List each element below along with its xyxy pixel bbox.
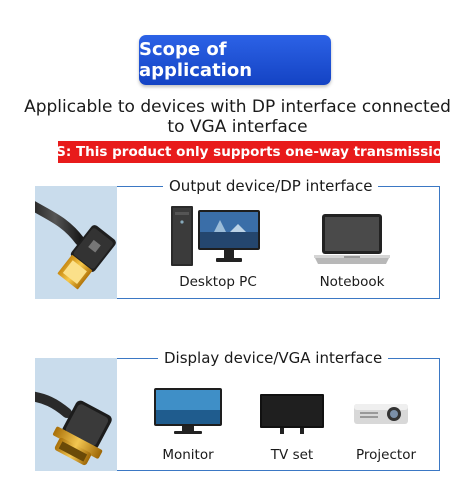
monitor-icon: [152, 386, 224, 440]
display-device-title: Display device/VGA interface: [158, 349, 389, 367]
tv-set-label: TV set: [270, 447, 314, 463]
output-device-title: Output device/DP interface: [163, 177, 379, 195]
vga-plug-icon: [35, 391, 112, 466]
scope-of-application-button[interactable]: Scope of application: [139, 35, 331, 85]
projector-label: Projector: [356, 447, 416, 463]
output-device-frame: [117, 186, 440, 299]
tv-icon: [258, 392, 326, 440]
vga-cable-panel: [35, 358, 117, 471]
desktop-pc-icon: [168, 204, 264, 272]
dp-cable-panel: [35, 186, 117, 299]
displayport-plug-icon: [35, 201, 116, 290]
applicability-text-line-2: to VGA interface: [167, 117, 308, 137]
notebook-label: Notebook: [319, 274, 385, 290]
desktop-pc-label: Desktop PC: [179, 274, 257, 290]
projector-icon: [350, 396, 414, 432]
applicability-text-line-1: Applicable to devices with DP interface …: [24, 97, 451, 117]
monitor-label: Monitor: [162, 447, 214, 463]
ps-note-banner: PS: This product only supports one-way t…: [46, 141, 452, 163]
laptop-icon: [314, 212, 390, 272]
